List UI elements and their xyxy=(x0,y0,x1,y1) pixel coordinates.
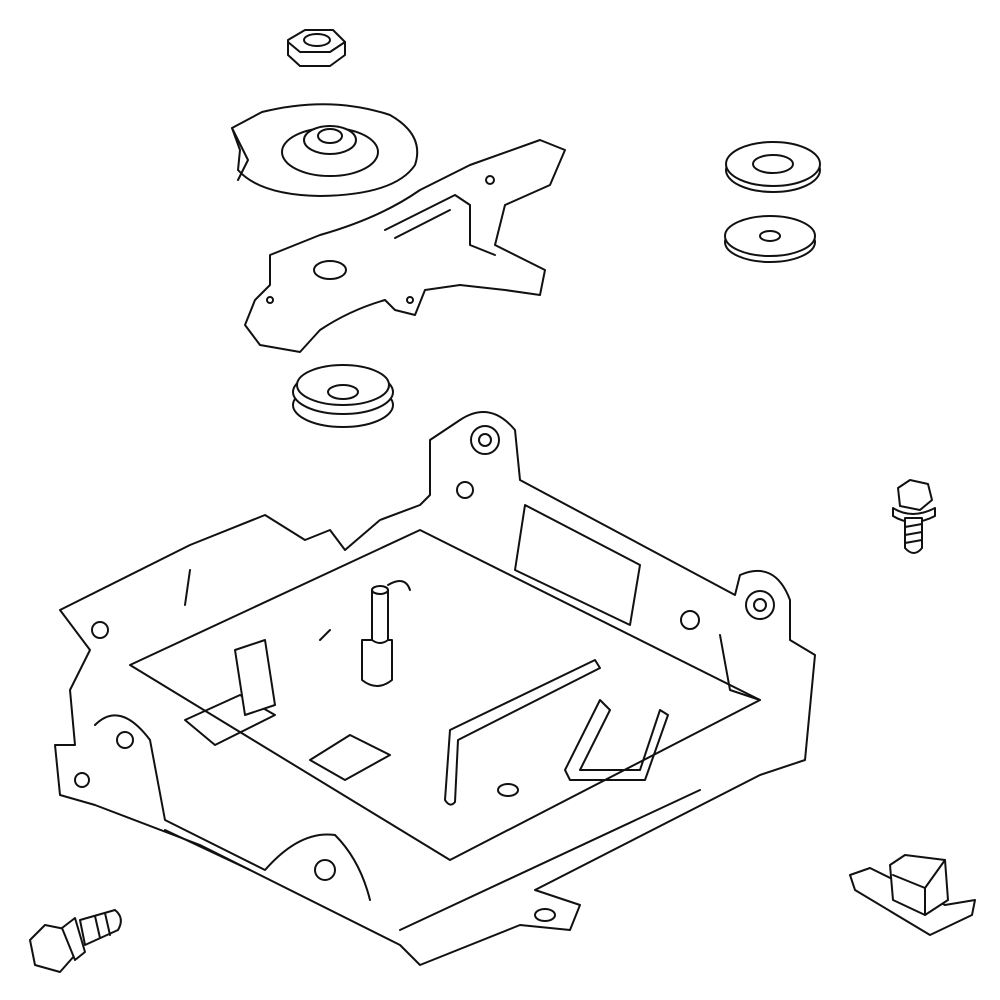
hex-bolt-lower-left xyxy=(29,909,122,973)
idler-disc-plate xyxy=(231,103,419,197)
washer-top xyxy=(725,141,821,193)
pulley xyxy=(292,364,394,428)
idler-arm-bracket xyxy=(244,139,566,353)
base-plate xyxy=(54,411,816,966)
hex-bolt-right xyxy=(892,479,936,554)
washer-bottom xyxy=(724,215,816,263)
hex-nut xyxy=(287,29,346,67)
spindle-shaft xyxy=(361,580,411,687)
spring-clip xyxy=(849,854,976,936)
